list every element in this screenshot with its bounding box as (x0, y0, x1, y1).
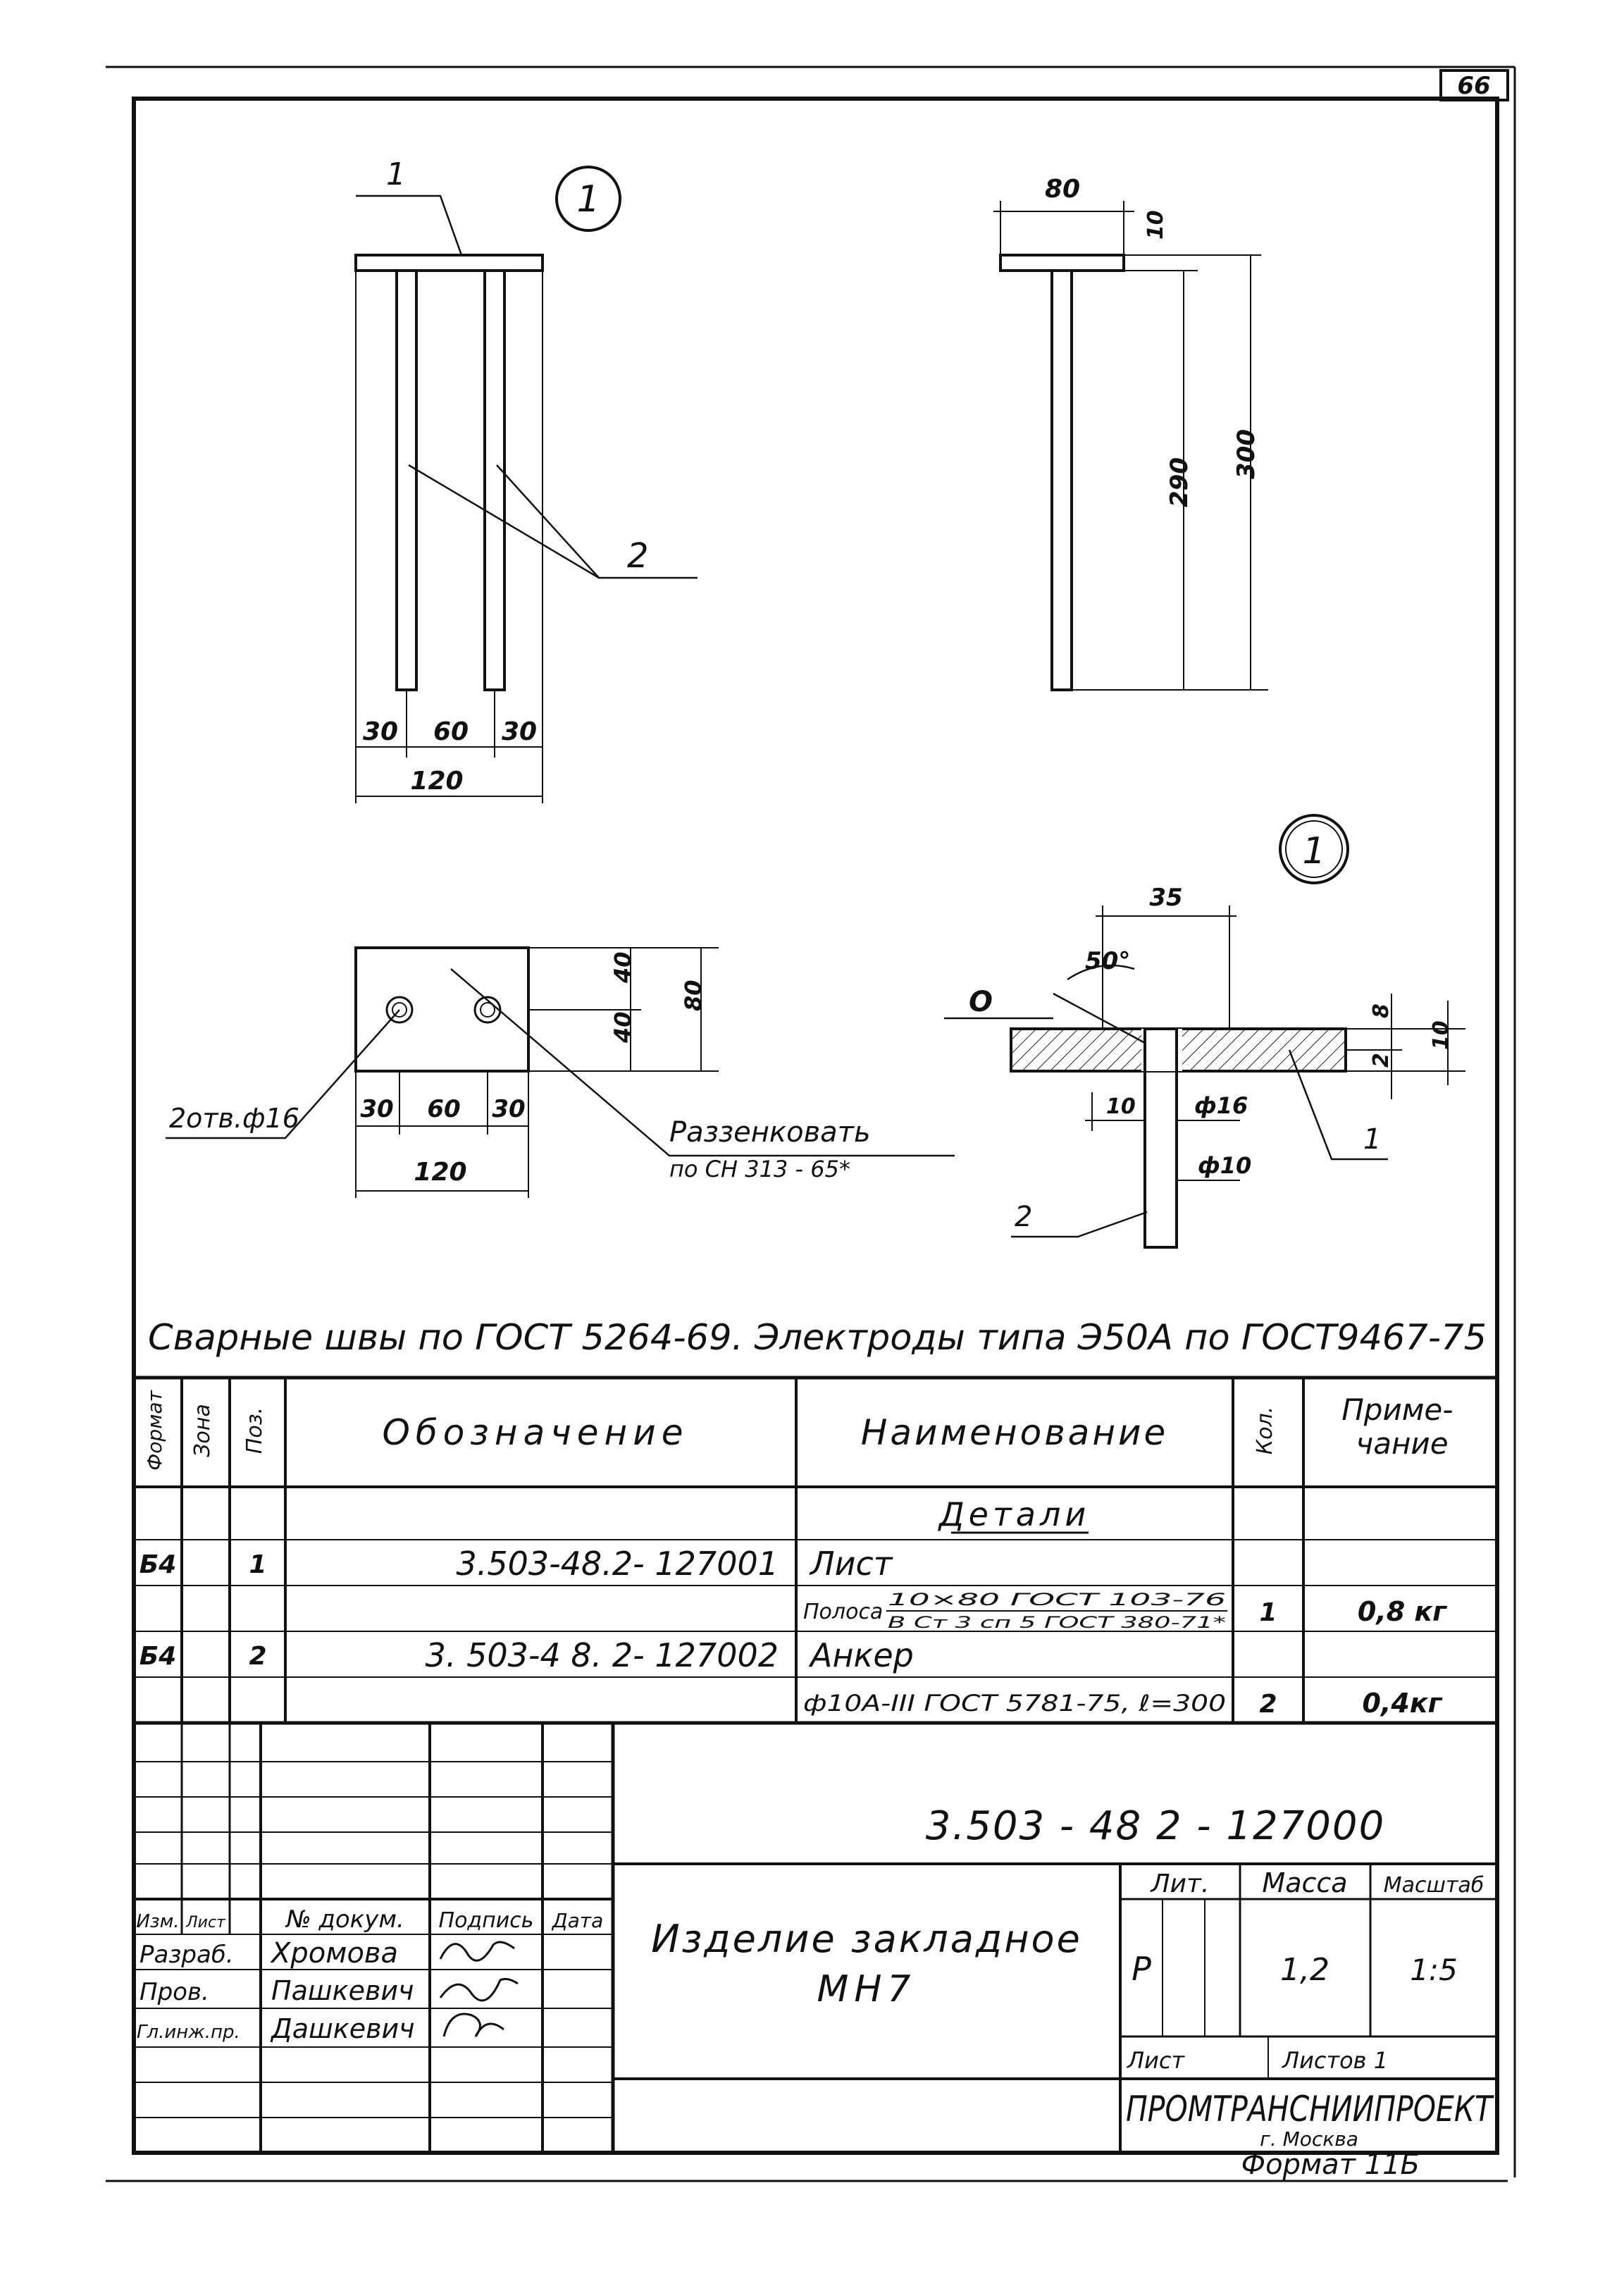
tb-role-3: Гл.инж.пр. (137, 2022, 240, 2043)
section-pos-1: 1 (1363, 1123, 1381, 1156)
hdr-note-l2: чание (1356, 1426, 1448, 1461)
section-dia-16: ф16 (1194, 1092, 1248, 1119)
format-label: Формат 11Б (1241, 2149, 1420, 2181)
tb-name-1: Хромова (270, 1937, 398, 1970)
side-view: 80 10 290 300 (993, 175, 1268, 691)
front-dim-left: 30 (363, 717, 398, 746)
row4-note: 0,4кг (1363, 1688, 1443, 1719)
tb-lit-label: Лит. (1150, 1869, 1210, 1898)
title-block: 3.503 - 48 2 - 127000 Изм. Лист № докум.… (134, 1723, 1497, 2153)
section-dim-10-left: 10 (1106, 1094, 1136, 1119)
plan-countersink-label: Раззенковать (669, 1116, 871, 1149)
side-dim-rod: 290 (1165, 457, 1194, 507)
row1-format: Б4 (140, 1550, 177, 1579)
plan-dim-h2: 60 (427, 1095, 460, 1123)
weld-note: Сварные швы по ГОСТ 5264-69. Электроды т… (148, 1317, 1487, 1358)
tb-hdr-doc: № докум. (285, 1905, 404, 1934)
hdr-qty: Кол. (1253, 1407, 1277, 1454)
hdr-name: Наименование (861, 1412, 1169, 1453)
row2-name-den: В Ст 3 сп 5 ГОСТ 380-71* (888, 1614, 1226, 1632)
plan-dim-h1: 30 (360, 1095, 393, 1123)
tb-role-1: Разраб. (140, 1941, 234, 1969)
row3-designation: 3. 503-4 8. 2- 127002 (426, 1636, 779, 1674)
row4-qty: 2 (1259, 1690, 1277, 1719)
product-name-2: МН7 (817, 1968, 916, 2010)
tb-lit-value: Р (1132, 1950, 1151, 1988)
section-weld-symbol: О (969, 986, 993, 1018)
tb-hdr-list: Лист (185, 1914, 226, 1932)
plan-countersink-standard: по СН 313 - 65* (669, 1156, 850, 1182)
tb-name-2: Пашкевич (271, 1975, 414, 2006)
plan-dim-v1: 40 (609, 951, 636, 984)
section-marker: 1 (1302, 830, 1325, 872)
row2-qty: 1 (1259, 1598, 1277, 1627)
city: г. Москва (1260, 2127, 1358, 2151)
section-title: Детали (938, 1495, 1091, 1533)
organization: ПРОМТРАНСНИИПРОЕКТ (1126, 2089, 1494, 2130)
hdr-zone: Зона (190, 1404, 215, 1457)
section-dim-35: 35 (1149, 884, 1182, 912)
front-dim-right: 30 (502, 717, 537, 746)
row1-pos: 1 (249, 1550, 266, 1579)
tb-name-3: Дашкевич (270, 2013, 415, 2044)
row1-name: Лист (809, 1545, 893, 1583)
document-code: 3.503 - 48 2 - 127000 (926, 1803, 1385, 1849)
row2-note: 0,8 кг (1358, 1596, 1447, 1627)
plan-view: 40 40 80 30 60 30 120 2отв.ф16 Раззенков… (166, 946, 955, 1198)
plan-dim-v2: 40 (609, 1011, 636, 1044)
row3-pos: 2 (249, 1642, 266, 1671)
tb-role-2: Пров. (140, 1978, 209, 2006)
tb-scale-label: Масштаб (1384, 1873, 1484, 1898)
hdr-note-l1: Приме- (1341, 1392, 1453, 1427)
front-dim-overall: 120 (410, 767, 463, 796)
section-pos-2: 2 (1015, 1201, 1032, 1233)
tb-hdr-date: Дата (551, 1909, 604, 1932)
side-dim-total: 300 (1232, 429, 1260, 479)
hdr-designation: Обозначение (383, 1412, 689, 1453)
section-dim-2: 2 (1369, 1053, 1394, 1068)
product-name-1: Изделие закладное (651, 1917, 1082, 1961)
row3-name: Анкер (808, 1636, 914, 1674)
row4-name: ф10А-III ГОСТ 5781-75, ℓ=300 (803, 1690, 1226, 1717)
page-number: 66 (1457, 72, 1490, 100)
row1-designation: 3.503-48.2- 127001 (456, 1545, 779, 1583)
tb-hdr-sign: Подпись (439, 1908, 534, 1933)
front-dim-mid: 60 (433, 717, 469, 746)
tb-hdr-izm: Изм. (136, 1911, 179, 1932)
signature-2 (439, 1977, 519, 2002)
signature-1 (439, 1941, 515, 1962)
tb-sheets-label: Листов 1 (1282, 2047, 1388, 2074)
tb-scale-value: 1:5 (1410, 1953, 1458, 1987)
front-view: 1 2 30 60 30 120 1 (354, 156, 698, 803)
section-dim-10-right: 10 (1429, 1020, 1453, 1050)
front-pos-2: 2 (627, 536, 649, 576)
sheet-frame: 66 (106, 66, 1516, 2182)
hdr-note: Приме- чание (1341, 1392, 1463, 1461)
view-marker: 1 (576, 178, 600, 221)
side-dim-width: 80 (1045, 175, 1080, 204)
spec-table: Формат Зона Поз. Обозначение Наименовани… (134, 1376, 1497, 1725)
section-angle: 50° (1085, 947, 1130, 975)
hdr-pos: Поз. (242, 1407, 267, 1454)
front-pos-1: 1 (386, 156, 406, 192)
plan-dim-h3: 30 (492, 1095, 525, 1123)
row2-name-num: 10×80 ГОСТ 103-76 (888, 1590, 1226, 1609)
hdr-format: Формат (143, 1390, 166, 1471)
tb-sheet-label: Лист (1127, 2047, 1185, 2074)
section-view: 1 35 50° О 8 2 10 10 ф16 ф10 1 (944, 814, 1465, 1249)
section-dia-10: ф10 (1198, 1152, 1251, 1179)
plan-dim-v-overall: 80 (680, 979, 707, 1011)
tb-mass-value: 1,2 (1280, 1952, 1329, 1988)
row3-format: Б4 (140, 1642, 177, 1671)
section-dim-8: 8 (1369, 1003, 1394, 1018)
signature-3 (442, 2013, 504, 2037)
plan-dim-overall: 120 (414, 1158, 466, 1187)
tb-mass-label: Масса (1262, 1867, 1347, 1898)
side-dim-thickness: 10 (1143, 210, 1168, 240)
plan-holes-label: 2отв.ф16 (169, 1103, 299, 1134)
row2-name: Полоса (803, 1600, 883, 1624)
